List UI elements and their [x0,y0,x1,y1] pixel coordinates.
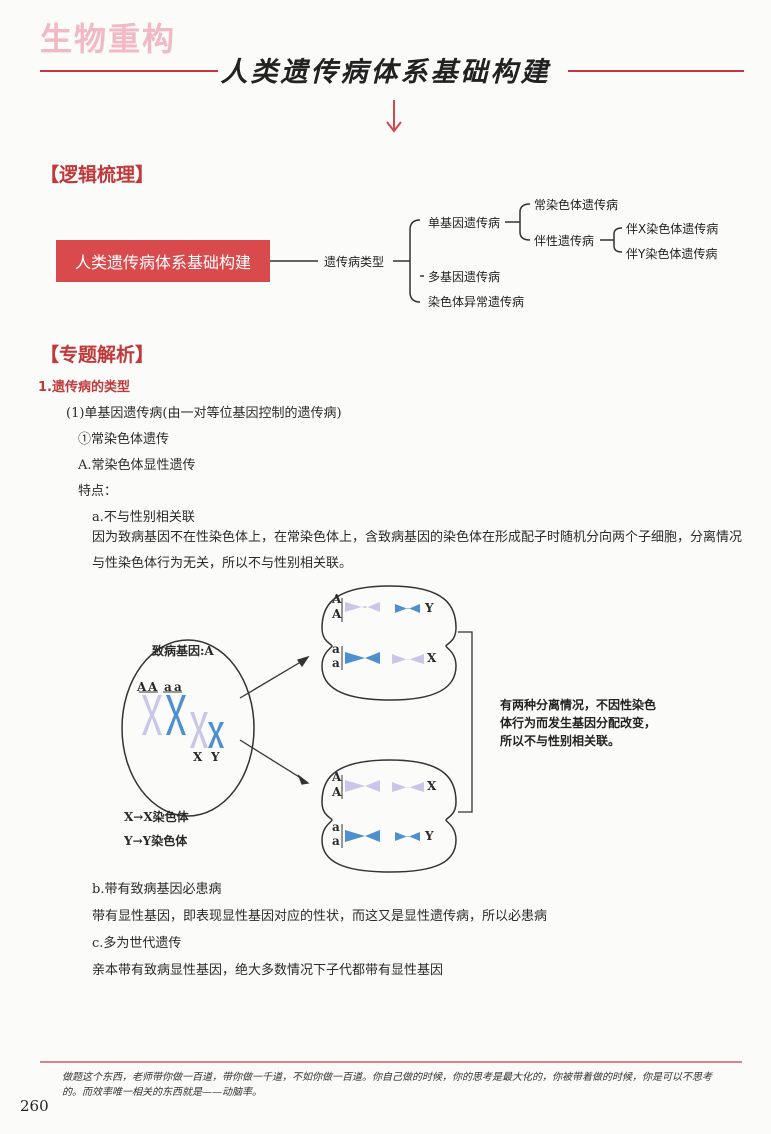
chromosome-y-label: Y [425,829,434,843]
diagram-note: 有两种分离情况，不因性染色 体行为而发生基因分配改变， 所以不与性别相关联。 [500,696,656,750]
heading-autosomal: ①常染色体遗传 [78,432,170,447]
allele-label: A [332,607,342,621]
feature-b-title: b.带有致病基因必患病 [92,882,222,897]
note-line: 有两种分离情况，不因性染色 [500,698,657,712]
daughter-cell-top [321,585,457,701]
chromosome-x-label: X [427,651,437,665]
root-node: 人类遗传病体系基础构建 [56,240,270,282]
chromosome-light-icon [345,602,380,612]
page-title: 人类遗传病体系基础构建 [220,57,551,88]
chromosome-light-icon [392,782,424,792]
features-label: 特点： [78,484,118,499]
node-autosomal: 常染色体遗传病 [534,198,619,212]
chromosome-blue-icon [345,830,380,842]
parent-cell [121,639,255,817]
allele-label: a [164,680,172,694]
feature-c-text: 亲本带有致病显性基因，绝大多数情况下子代都带有显性基因 [92,963,444,978]
heading-disease-types: 1.遗传病的类型 [38,380,130,395]
brand-title: 生物重构 [40,20,177,58]
feature-c-title: c.多为世代遗传 [92,936,182,951]
allele-label: a [332,656,340,670]
chromosome-blue-icon [395,604,420,613]
legend-y: Y→Y染色体 [124,834,188,848]
feature-a-text: 因为致病基因不在性染色体上，在常染色体上，含致病基因的染色体在形成配子时随机分向… [92,530,743,571]
daughter-cell-bottom [321,759,457,873]
node-y-linked: 伴Y染色体遗传病 [626,247,718,261]
node-single-gene: 单基因遗传病 [428,216,501,230]
tree-connectors [270,203,623,303]
footer-quote: 做题这个东西，老师带你做一百道，带你做一千道，不如你做一百道。你自己做的时候，你… [62,1072,712,1098]
chromosome-y-icon [208,722,224,748]
note-line: 体行为而发生基因分配改变， [500,716,657,730]
gene-label: 致病基因:A [152,644,214,658]
allele-label: a [174,680,182,694]
chromosome-light-icon [142,695,162,735]
legend-x: X→X染色体 [124,810,189,824]
allele-label: A [332,770,342,784]
heading-single-gene: (1)单基因遗传病(由一对等位基因控制的遗传病) [66,406,342,421]
chromosome-y-label: Y [211,750,220,764]
allele-label: A [332,592,342,606]
node-multi-gene: 多基因遗传病 [428,270,501,284]
feature-a-title: a.不与性别相关联 [92,510,195,525]
allele-label: A [332,785,342,799]
chromosome-x-label: X [427,779,437,793]
node-chromosomal: 染色体异常遗传病 [428,295,525,309]
chromosome-light-icon [392,654,424,664]
chromosome-y-label: Y [425,601,434,615]
page-number: 260 [20,1097,49,1115]
allele-label: a [332,642,340,656]
title-rule-right [568,70,744,72]
logic-heading: 【逻辑梳理】 [40,164,155,186]
chromosome-blue-icon [166,695,186,735]
result-bracket [458,631,473,813]
chromosome-blue-icon [345,652,380,664]
allele-label: a [332,820,340,834]
heading-autosomal-dominant: A.常染色体显性遗传 [78,458,196,473]
chromosome-light-icon [345,780,380,792]
allele-label: A [137,680,147,694]
allele-label: a [332,834,340,848]
node-sex-linked: 伴性遗传病 [534,234,595,248]
division-arrows [239,655,310,785]
title-rule-left [40,70,218,72]
down-arrow-icon [386,100,402,133]
chromosome-x-label: X [193,750,203,764]
chromosome-blue-icon [395,832,420,841]
feature-b-text: 带有显性基因，即表现显性基因对应的性状，而这又是显性遗传病，所以必患病 [92,909,548,924]
node-x-linked: 伴X染色体遗传病 [626,222,719,236]
chromosome-x-icon [190,712,208,748]
allele-label: A [148,680,158,694]
note-line: 所以不与性别相关联。 [500,734,621,748]
branch-node-types: 遗传病类型 [324,255,385,269]
analysis-heading: 【专题解析】 [40,344,155,366]
